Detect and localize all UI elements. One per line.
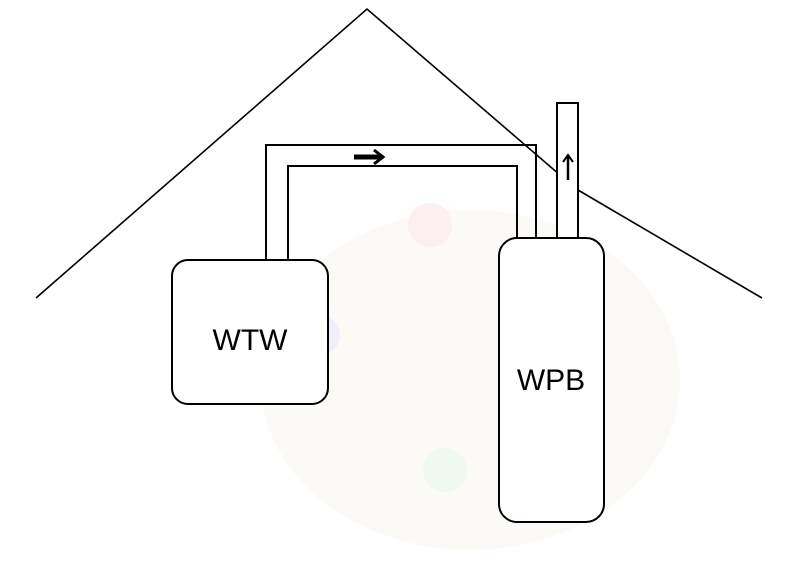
roof-left-line [35,7,561,299]
roof-right-line [577,189,763,299]
up-arrow-icon [562,153,574,180]
wtw-box [171,259,329,405]
wtw-label: WTW [213,324,289,357]
wpb-label: WPB [517,364,585,397]
pipe-inner [287,165,518,262]
pipe-outer [265,144,537,262]
right-arrow-icon [354,148,386,166]
wpb-box [498,237,605,523]
